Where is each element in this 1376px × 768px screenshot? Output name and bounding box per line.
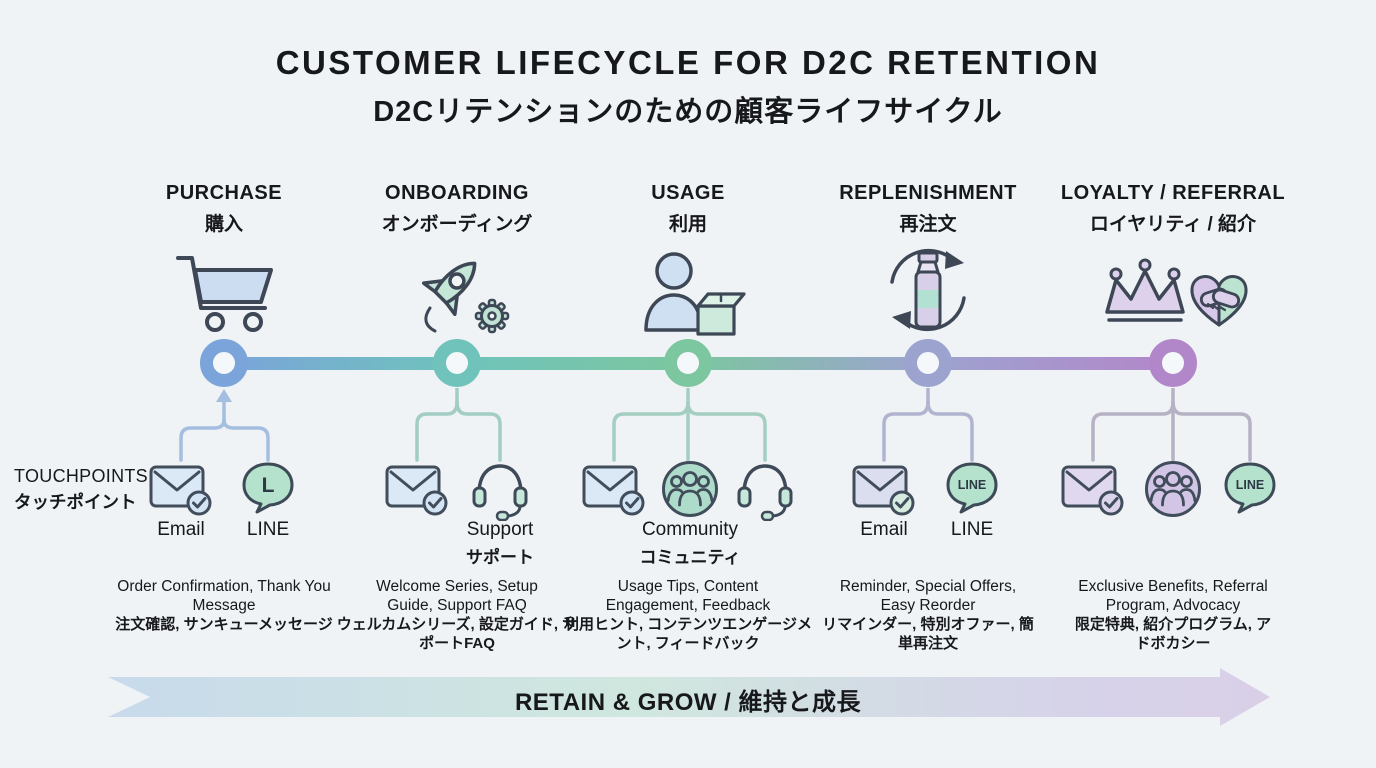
email-check-icon [852,465,915,516]
line-icon: L [242,462,294,514]
stage-header-replenishment: REPLENISHMENT 再注文 [768,182,1088,236]
timeline-node-onboarding [433,339,481,387]
stage-name-ja: オンボーディング [381,214,533,235]
heart-handshake-icon [1190,275,1248,327]
gear-icon [474,298,510,334]
shopping-cart-icon [176,256,273,332]
email-check-icon [582,465,645,516]
timeline-node-purchase [200,339,248,387]
stage-name-ja: 再注文 [899,214,957,235]
touchpoint-label-email: Email [157,519,205,540]
page-title-ja: D2Cリテンションのための顧客ライフサイクル [373,96,1003,128]
line-icon: LINE [946,462,998,514]
stage-name-ja: ロイヤリティ / 紹介 [1089,214,1257,235]
stage-header-onboarding: ONBOARDING オンボーディング [297,182,617,236]
stage-header-usage: USAGE 利用 [528,182,848,236]
touchpoints-legend-en: TOUCHPOINTS [14,466,148,486]
stage-name-en: REPLENISHMENT [839,182,1017,204]
touchpoint-label-line: LINE [246,519,290,540]
stage-name-en: USAGE [651,182,725,204]
connector-loyalty [1091,388,1252,462]
person-box-icon [644,252,746,336]
connector-onboarding [415,388,502,462]
page-title-en: CUSTOMER LIFECYCLE FOR D2C RETENTION [275,44,1101,81]
email-check-icon [385,465,448,516]
headset-icon [472,464,528,521]
crown-icon [1105,258,1185,322]
timeline-node-usage [664,339,712,387]
stage-name-ja: 購入 [204,214,243,235]
crown-handshake-icon [1105,258,1248,327]
line-bubble-letter: L [262,474,275,497]
email-check-icon [149,465,212,516]
timeline-node-replenishment [904,339,952,387]
line-bubble-text: LINE [1236,478,1264,492]
desc-purchase: Order Confirmation, Thank You Message 注文… [115,578,333,633]
touchpoint-label-community: Community コミュニティ [639,519,741,567]
touchpoints-legend-ja: タッチポイント [14,492,137,512]
touchpoint-label-line: LINE [950,519,994,540]
headset-icon [737,464,793,521]
stage-name-ja: 利用 [668,214,707,235]
connector-replenishment [882,388,974,462]
retain-grow-arrow [108,668,1270,726]
community-people-icon [662,461,718,517]
stage-name-en: ONBOARDING [385,182,529,204]
touchpoint-label-email: Email [860,519,908,540]
desc-usage: Usage Tips, Content Engagement, Feedback… [563,578,813,652]
up-arrowhead [216,389,232,402]
touchpoints-legend: TOUCHPOINTS タッチポイント [14,466,204,514]
bottle-reorder-icon [890,248,966,332]
email-check-icon [1061,465,1124,516]
timeline-node-loyalty [1149,339,1197,387]
retain-grow-label: RETAIN & GROW / 維持と成長 [514,689,862,716]
line-bubble-text: LINE [958,478,986,492]
stage-header-purchase: PURCHASE 購入 [64,182,384,236]
desc-loyalty: Exclusive Benefits, Referral Program, Ad… [1074,578,1272,652]
connector-usage [612,388,767,462]
touchpoint-label-support: Support サポート [466,519,534,567]
community-people-icon [1145,461,1201,517]
desc-replenishment: Reminder, Special Offers, Easy Reorder リ… [822,578,1034,652]
connector-purchase [179,389,270,462]
desc-onboarding: Welcome Series, Setup Guide, Support FAQ… [336,578,578,652]
stage-name-en: PURCHASE [165,182,283,204]
line-icon: LINE [1224,462,1276,514]
stage-name-en: LOYALTY / REFERRAL [1060,182,1286,204]
stage-header-loyalty: LOYALTY / REFERRAL ロイヤリティ / 紹介 [1013,182,1333,236]
rocket-icon [421,261,510,334]
